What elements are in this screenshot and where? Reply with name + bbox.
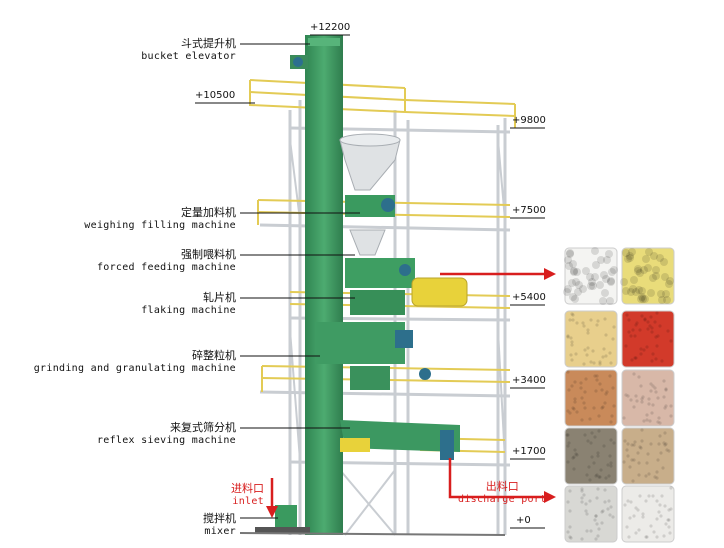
forced-feeding-en: forced feeding machine <box>96 262 236 273</box>
flow-arrows <box>266 268 556 518</box>
sample-tan-granules <box>621 427 675 485</box>
mixer-en: mixer <box>204 526 236 537</box>
sample-pink-beige-granules <box>621 369 675 427</box>
sample-yellow-flakes <box>620 247 675 305</box>
reflex-sieving-label: 来复式筛分机 reflex sieving machine <box>97 421 236 447</box>
bucket-elevator-en: bucket elevator <box>141 51 236 62</box>
flaking-zh: 轧片机 <box>203 291 236 304</box>
sample-white-gray-granules-1 <box>564 485 618 543</box>
equipment <box>239 133 506 536</box>
inlet-label: 进料口 inlet <box>231 482 264 508</box>
weighing-filling-label: 定量加料机 weighing filling machine <box>84 206 236 232</box>
mixer-label: 搅拌机 mixer <box>203 512 236 538</box>
product-samples <box>563 247 675 543</box>
level-0: +0 <box>516 515 531 526</box>
leader-lines <box>195 34 545 529</box>
reflex-sieving-en: reflex sieving machine <box>96 435 236 446</box>
mixer-zh: 搅拌机 <box>203 512 236 525</box>
inlet-en: inlet <box>232 496 264 507</box>
bucket-elevator-column <box>290 35 343 535</box>
reflex-sieving-zh: 来复式筛分机 <box>170 421 236 434</box>
level-10500: +10500 <box>195 90 236 101</box>
sample-white-briquettes <box>563 247 618 305</box>
level-5400: +5400 <box>512 292 546 303</box>
grinding-en: grinding and granulating machine <box>33 363 236 374</box>
sample-cream-granules <box>564 310 618 368</box>
forced-feeding-zh: 强制喂料机 <box>181 248 236 261</box>
sample-dark-gray-granules <box>564 427 618 485</box>
flaking-label: 轧片机 flaking machine <box>141 291 236 317</box>
level-7500: +7500 <box>512 205 546 216</box>
level-9800: +9800 <box>512 115 546 126</box>
level-1700: +1700 <box>512 446 546 457</box>
weighing-filling-zh: 定量加料机 <box>181 206 236 219</box>
level-12200: +12200 <box>310 22 351 33</box>
grinding-zh: 碎整粒机 <box>192 349 236 362</box>
flaking-en: flaking machine <box>141 305 236 316</box>
inlet-zh: 进料口 <box>231 482 264 495</box>
discharge-en: discharge port <box>458 494 547 505</box>
discharge-label: 出料口 discharge port <box>458 480 547 506</box>
bucket-elevator-label: 斗式提升机 bucket elevator <box>141 37 236 63</box>
sample-white-granules-2 <box>621 485 675 543</box>
weighing-filling-en: weighing filling machine <box>84 220 236 231</box>
discharge-zh: 出料口 <box>485 480 519 493</box>
level-3400: +3400 <box>512 375 546 386</box>
grinding-label: 碎整粒机 grinding and granulating machine <box>34 349 236 375</box>
bucket-elevator-zh: 斗式提升机 <box>181 37 236 50</box>
forced-feeding-label: 强制喂料机 forced feeding machine <box>97 248 236 274</box>
sample-red-granules <box>621 310 675 368</box>
sample-orange-brown-granules <box>564 369 618 427</box>
